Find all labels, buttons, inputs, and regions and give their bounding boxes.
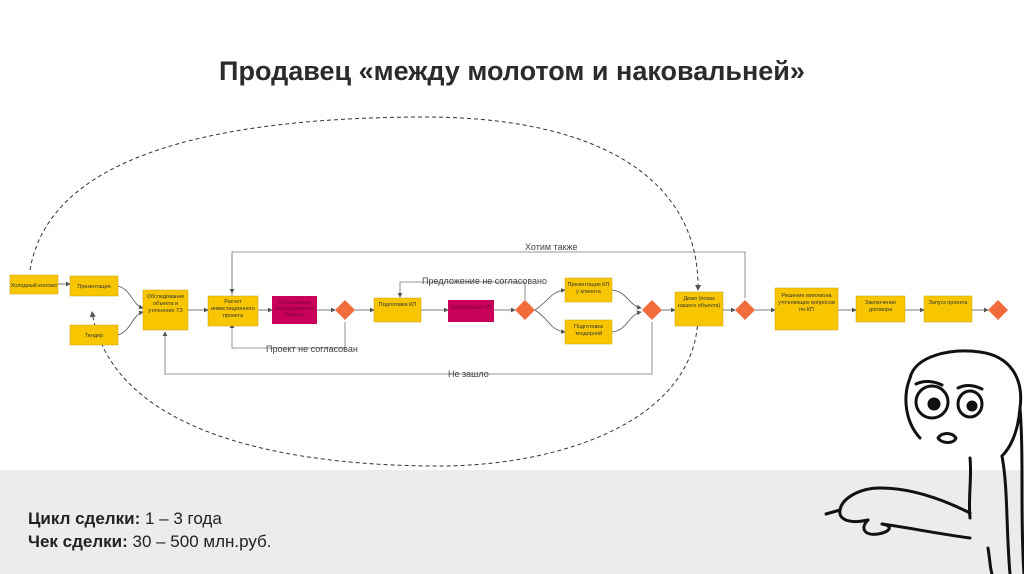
edge-project-not-agreed	[229, 322, 346, 349]
dashed-loop	[29, 116, 702, 291]
svg-text:Презентация: Презентация	[77, 284, 110, 290]
edge-want-more-line	[231, 251, 746, 298]
node-approval-2: Согласование КП	[448, 300, 494, 322]
node-cold-contact: Холодный контакт	[9, 274, 59, 295]
node-invest-calc: Расчет инвестиционного проекта	[207, 295, 259, 327]
gateway-4	[735, 300, 755, 320]
svg-text:Холодный контакт: Холодный контакт	[11, 282, 58, 289]
edge-failed	[162, 322, 653, 375]
slide-title: Продавец «между молотом и наковальней»	[219, 56, 805, 86]
edge-offer-not-agreed	[397, 281, 526, 300]
node-tender-prep: Подготовка тендерной	[564, 319, 613, 345]
node-tender: Тендер	[69, 324, 119, 346]
edge-label-offer-not-agreed: Предложение не согласовано	[422, 276, 547, 286]
node-contract: Заключение договора	[855, 295, 906, 323]
deal-cycle: Цикл сделки: 1 – 3 года	[28, 509, 222, 528]
svg-text:Тендер: Тендер	[85, 333, 103, 339]
node-approval-1: Согласование инвестиционного проекта	[272, 296, 317, 324]
deal-check: Чек сделки: 30 – 500 млн.руб.	[28, 532, 272, 551]
node-launch: Запуск проекта	[923, 295, 973, 323]
gateway-end	[988, 300, 1008, 320]
node-kp-prep: Подготовка КП	[373, 297, 422, 323]
node-kp-present: Презентация КП у клиента	[564, 277, 613, 303]
node-demo: Демо (показ нашего объекта)	[674, 291, 724, 327]
dashed-loop-lower	[89, 311, 699, 467]
edge-label-project-not-agreed: Проект не согласован	[266, 344, 358, 354]
gateway-1	[335, 300, 355, 320]
gateway-3	[642, 300, 662, 320]
node-decision: Решение миллиона уточняющих вопросов по …	[774, 287, 839, 331]
node-presentation: Презентация	[69, 275, 119, 297]
edge-label-failed: Не зашло	[448, 369, 489, 379]
edge-label-want-more: Хотим также	[525, 242, 578, 252]
node-survey: Обследование объекта и уточнение ТЗ	[142, 289, 189, 331]
pointing-man-illustration	[824, 349, 1024, 574]
gateway-2	[515, 300, 535, 320]
